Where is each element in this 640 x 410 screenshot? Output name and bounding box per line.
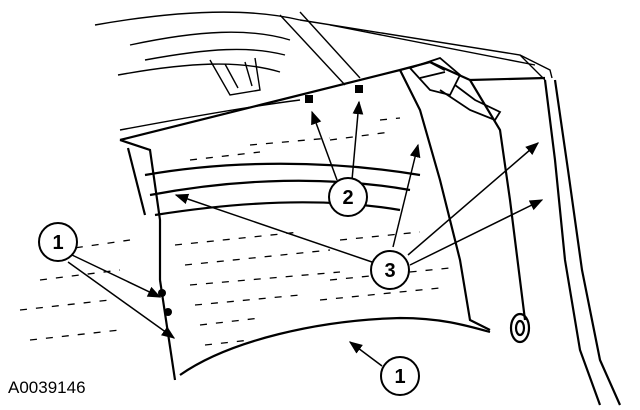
callout-3-label: 3	[384, 260, 395, 282]
clip-a	[305, 95, 313, 103]
arrow-2-right	[351, 100, 364, 181]
callout-1b: 1	[380, 356, 420, 396]
arrow-1a-bottom	[67, 261, 176, 339]
arrow-1a-top	[71, 254, 162, 298]
arrow-3-left	[174, 193, 373, 263]
arrow-3-right-bottom	[409, 199, 544, 266]
leader-arrows	[67, 100, 544, 367]
latch-bracket	[408, 56, 502, 122]
arrow-3-up	[392, 143, 421, 248]
panel-texture	[19, 117, 451, 346]
callout-2: 2	[328, 177, 368, 217]
clip-b	[355, 85, 363, 93]
callout-1a: 1	[38, 222, 78, 262]
arrow-2-left	[311, 110, 338, 181]
figure-id-label: A0039146	[8, 378, 86, 397]
arrow-1b	[348, 341, 383, 367]
quarter-trim-panel	[119, 60, 622, 406]
callout-1b-label: 1	[394, 366, 405, 388]
arrow-3-right-top	[407, 142, 540, 256]
callout-2-label: 2	[342, 187, 353, 209]
clip-d	[164, 308, 172, 316]
vehicle-structure-lines	[94, 11, 553, 131]
callout-1a-label: 1	[52, 232, 63, 254]
callout-3: 3	[370, 250, 410, 290]
